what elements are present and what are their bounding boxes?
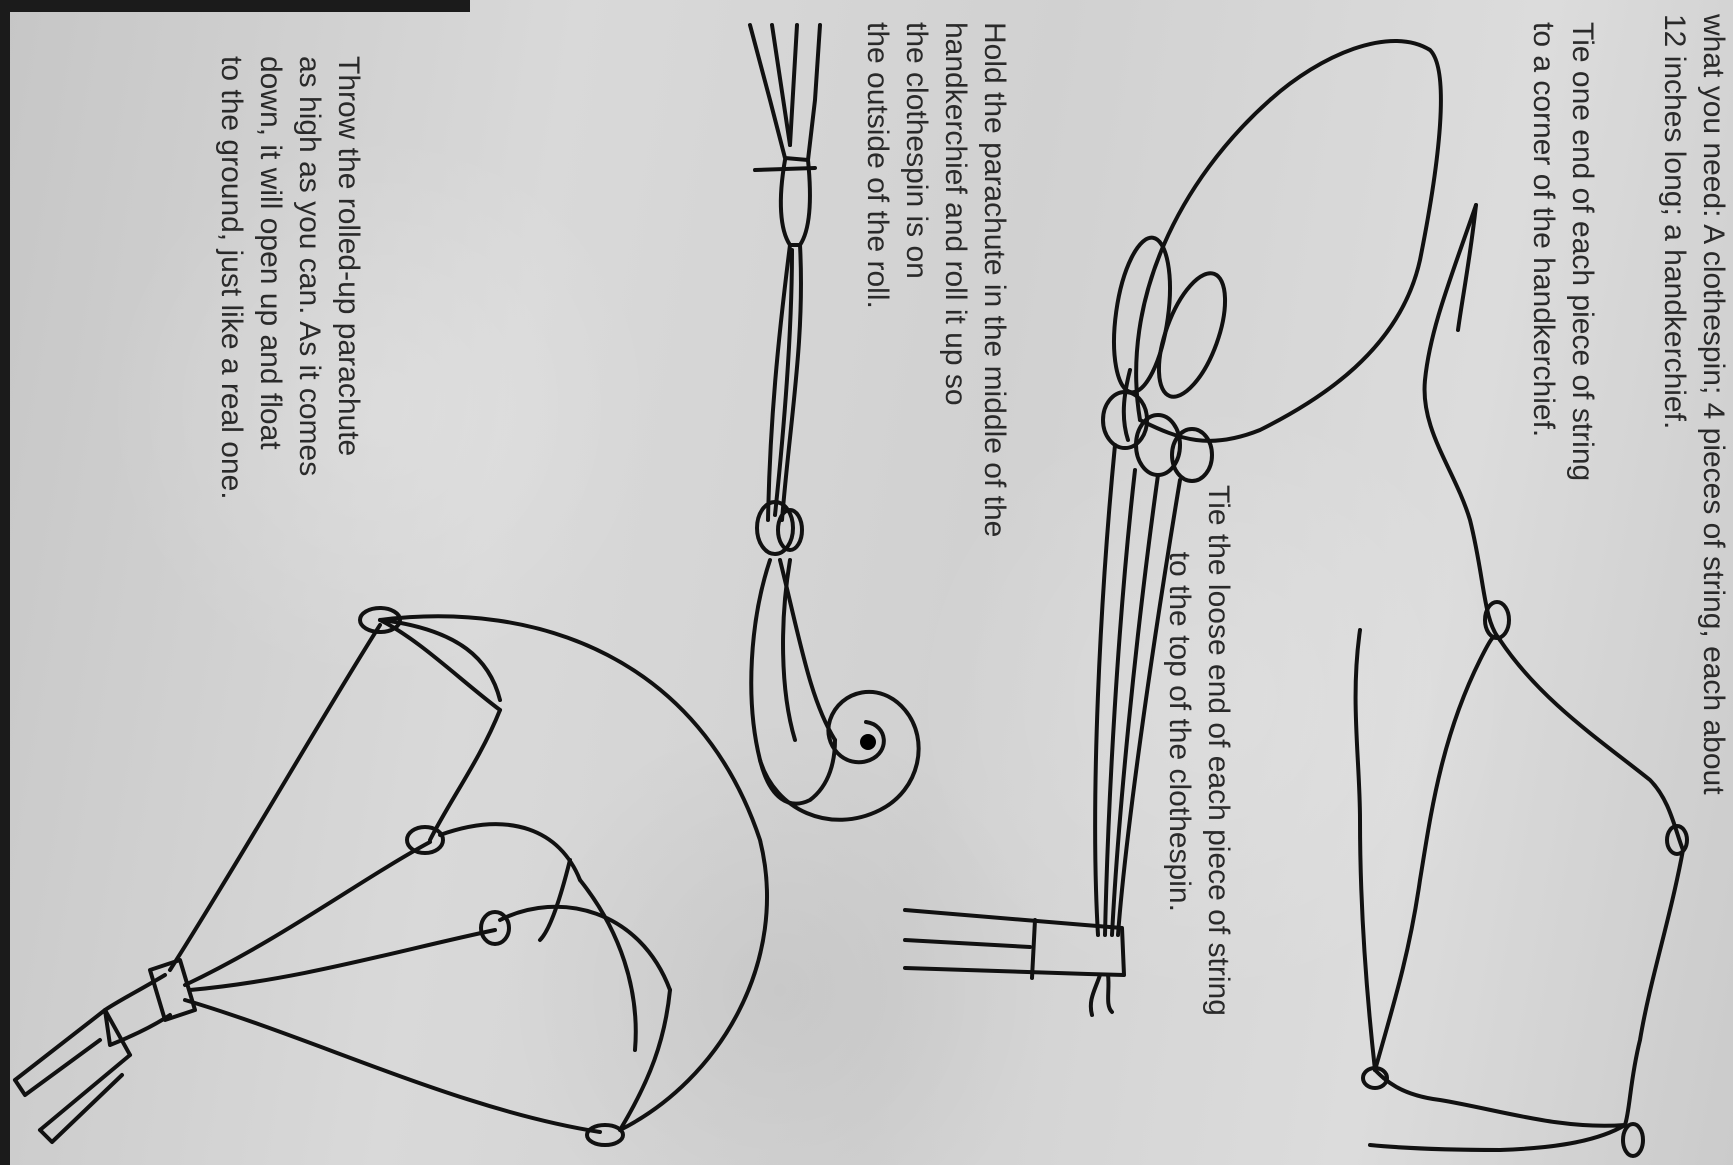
step4-text: Throw the rolled-up parachute as high as… xyxy=(212,56,368,500)
step2-text: Tie the loose end of each piece of strin… xyxy=(1160,485,1238,1016)
step3-text: Hold the parachute in the middle of the … xyxy=(858,22,1014,537)
materials-text: what you need: A clothespin; 4 pieces of… xyxy=(1655,14,1733,795)
step1-text: Tie one end of each piece of string to a… xyxy=(1524,22,1602,481)
illustration-handkerchief-strings xyxy=(1356,205,1687,1156)
illustration-open-parachute xyxy=(15,608,767,1145)
